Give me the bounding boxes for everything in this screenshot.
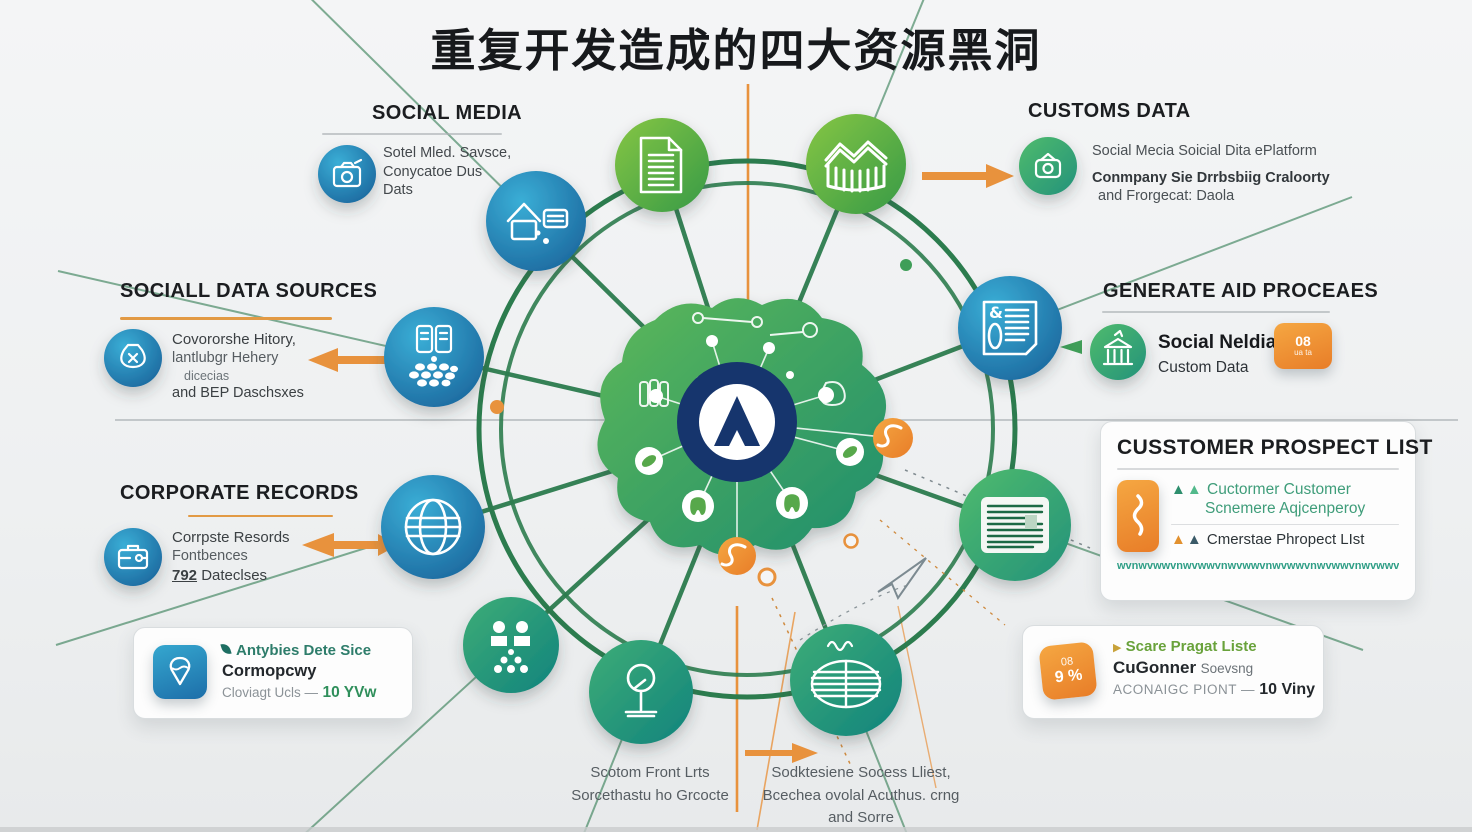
people-icon: [491, 621, 530, 673]
pin-icon: [153, 645, 207, 699]
doc-pen-node: &: [958, 276, 1062, 380]
arrow-right-bottom: [745, 743, 818, 763]
generate-aid-text: Social Neldia Custom Data: [1158, 332, 1277, 376]
customs-data-heading: CUSTOMS DATA: [1028, 100, 1191, 122]
microphone-icon: [624, 663, 658, 718]
corporate-records-icon: [104, 528, 162, 586]
squiggle-glyph-icon: [1132, 493, 1144, 536]
social-sources-heading: SOCIALL DATA SOURCES: [120, 280, 378, 302]
people-node: [463, 597, 559, 693]
prospect-list-icon: [1117, 479, 1159, 552]
doc-pen-icon: &: [982, 300, 1038, 356]
generate-aid-heading: GENERATE AID PROCEAES: [1103, 280, 1379, 302]
corporate-records-heading: CORPORATE RECORDS: [120, 482, 359, 504]
tooth-node-icon: [776, 487, 808, 519]
triangle-icon: ▲: [1186, 480, 1202, 498]
corporate-records-number: 792: [172, 566, 198, 584]
lined-panel-node: [959, 469, 1071, 581]
lined-sphere-node: [790, 624, 902, 736]
database-node: [384, 307, 484, 407]
scoring-card: 08 9 % ▶ Scare Pragat Liste CuGonner Soe…: [1022, 625, 1324, 719]
document-icon: [639, 136, 683, 194]
center-logo: [677, 362, 797, 482]
scoring-card-line1: Scare Pragat Liste: [1125, 638, 1257, 655]
analytics-card-line1: Antybies Dete Sice: [236, 642, 372, 659]
social-media-underline: [322, 133, 502, 135]
customs-data-text: Social Mecia Soicial Dita ePlatform Conm…: [1092, 143, 1330, 205]
prospect-list-heading: CUSSTOMER PROSPECT LIST: [1117, 436, 1433, 459]
tooth-node-icon: [682, 490, 714, 522]
generate-aid-badge: 08 ua ta: [1274, 323, 1332, 369]
triangle-icon: ▲: [1171, 531, 1186, 549]
orange-s-badge: [718, 418, 913, 575]
chart-node: [806, 114, 906, 214]
globe-node: [381, 475, 485, 579]
leaf-icon: [220, 642, 232, 656]
analytics-card-line2: Cormopcwy: [222, 662, 317, 680]
prospect-item-1: ▲▲ Cuctormer Customer Scnemere Aqjcenper…: [1171, 480, 1366, 517]
home-devices-node: [486, 171, 586, 271]
lined-panel-icon: [981, 497, 1049, 553]
zigzag-chart-icon: [824, 140, 888, 193]
prospect-item-2: ▲▲ Cmerstae Phropect LIst: [1171, 531, 1365, 549]
book-data-icon: [409, 324, 458, 387]
scoring-card-value: 10 Viny: [1259, 681, 1316, 698]
globe-icon: [404, 498, 462, 556]
triangle-icon: ▲: [1171, 480, 1186, 498]
scoring-card-line2: CuGonner: [1113, 658, 1197, 677]
arrow-right-to-customs: [922, 164, 1014, 188]
social-sources-text: Covororshe Hitory, lantlubgr Hehery dice…: [172, 331, 304, 401]
paper-plane-icon: [877, 557, 927, 601]
generate-aid-icon: [1090, 324, 1146, 380]
page-title: 重复开发造成的四大资源黑洞: [430, 25, 1042, 76]
prospect-list-divider: [1117, 468, 1399, 470]
blob-doodles: [639, 312, 846, 407]
orbit-rings: [476, 158, 1018, 700]
social-sources-icon: [104, 329, 162, 387]
document-node: [615, 118, 709, 212]
social-media-icon: [318, 145, 376, 203]
footer-left-text: Scotom Front Lrts Sorcethastu ho Grcocte: [571, 764, 729, 804]
social-media-heading: SOCIAL MEDIA: [372, 102, 522, 124]
triangle-icon: ▲: [1186, 531, 1202, 549]
scoring-card-line3: ACONAIGC PIONT —: [1113, 682, 1260, 697]
arrow-small-green: [1060, 340, 1082, 354]
corporate-records-text: Corrpste Resords Fontbences 792 Dateclse…: [172, 529, 290, 584]
blob-mini-nodes: [635, 335, 864, 522]
prospect-squiggle-row: wvnwvwwvnwvwwvnwvwwvnwvwwvnwvwwvnwvwwvnw…: [1117, 559, 1399, 572]
svg-text:&: &: [989, 303, 1003, 322]
analytics-card: Antybies Dete Sice Cormopcwy Cloviagt Uc…: [133, 627, 413, 719]
decorative-dots: [490, 259, 912, 587]
social-sources-underline: [120, 317, 332, 320]
social-media-text: Sotel Mled. Savsce, Conycatoe Dus Dats: [383, 145, 512, 199]
percent-icon: 08 9 %: [1038, 641, 1098, 701]
analytics-card-value: 10 YVw: [322, 684, 377, 701]
bottom-edge-strip: [0, 827, 1472, 832]
prospect-list-card: CUSSTOMER PROSPECT LIST ▲▲ Cuctormer Cus…: [1100, 421, 1433, 601]
generate-aid-underline: [1102, 311, 1330, 313]
play-icon: ▶: [1113, 642, 1122, 654]
footer-right-text: Sodktesiene Socess Lliest, Bcechea ovola…: [762, 764, 960, 826]
leaf-node-icon: [635, 447, 663, 475]
corporate-records-underline: [188, 515, 333, 517]
lined-sphere-icon: [810, 640, 882, 709]
microphone-node: [589, 640, 693, 744]
customs-data-icon: [1019, 137, 1077, 195]
analytics-card-line3: Cloviagt Ucls —: [222, 685, 319, 700]
home-devices-icon: [506, 202, 569, 244]
leaf-node-icon: [836, 438, 864, 466]
